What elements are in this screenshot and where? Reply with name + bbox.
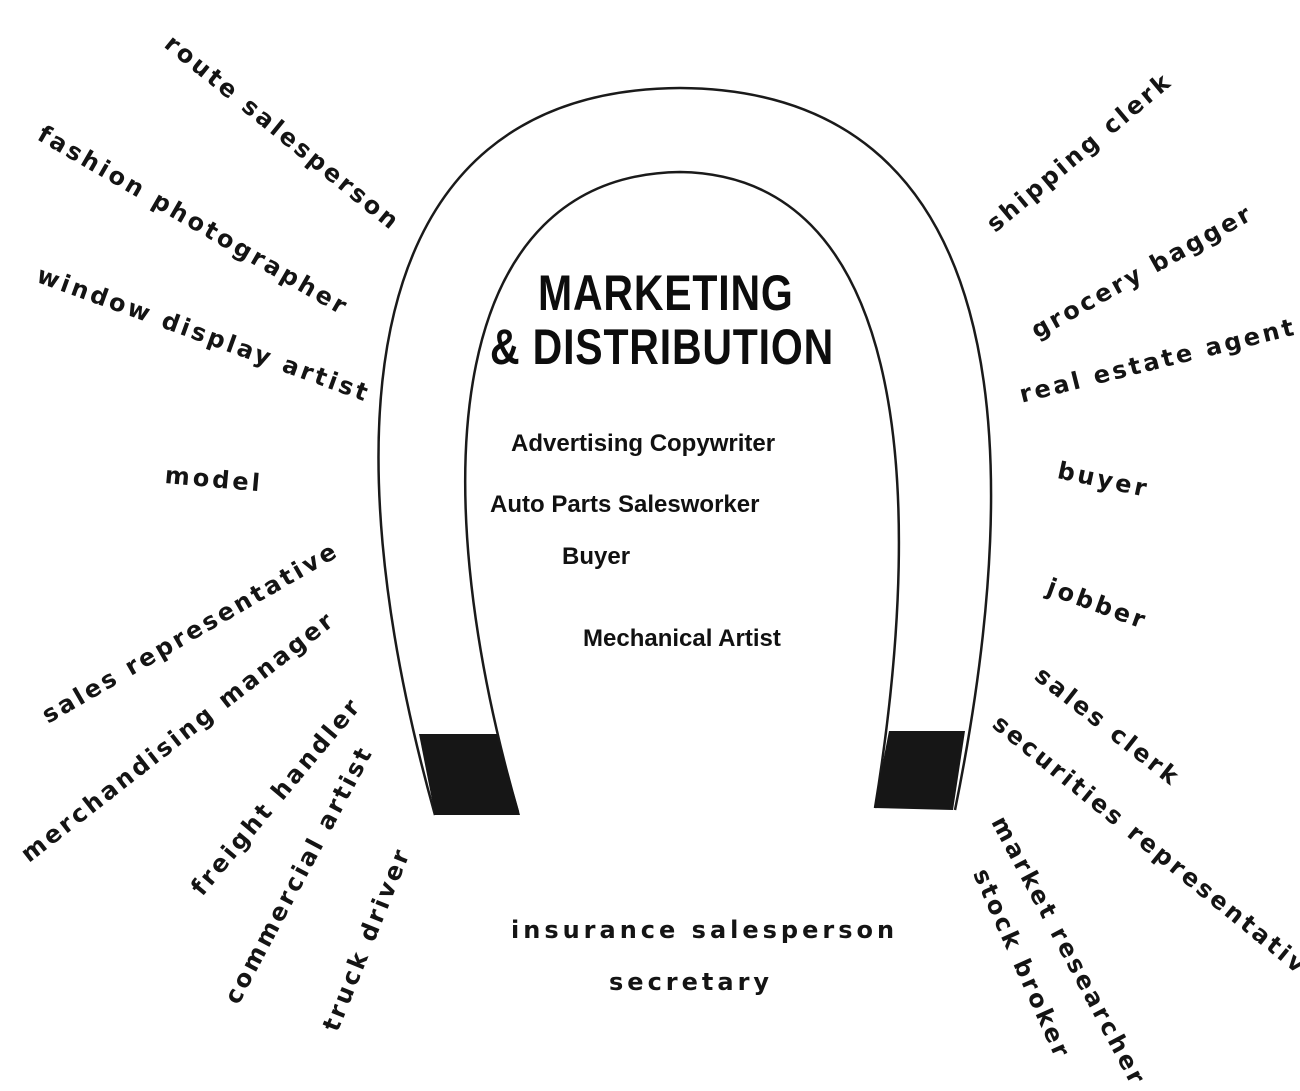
magnet-diagram	[377, 86, 993, 816]
bottom-job: insurance salesperson	[511, 916, 899, 944]
diagram-title-line1: MARKETING	[538, 265, 794, 321]
magnet-outer-outline	[377, 86, 993, 816]
inner-job: Advertising Copywriter	[511, 430, 776, 457]
inner-job: Auto Parts Salesworker	[490, 491, 760, 518]
magnet-inner-outline	[464, 170, 901, 813]
diagram-title-line2: & DISTRIBUTION	[490, 319, 835, 375]
inner-job: Mechanical Artist	[583, 625, 781, 652]
bottom-job: secretary	[609, 968, 774, 996]
magnet-left-pole	[419, 734, 520, 815]
inner-job: Buyer	[562, 543, 631, 570]
magnet-right-pole	[874, 731, 965, 810]
